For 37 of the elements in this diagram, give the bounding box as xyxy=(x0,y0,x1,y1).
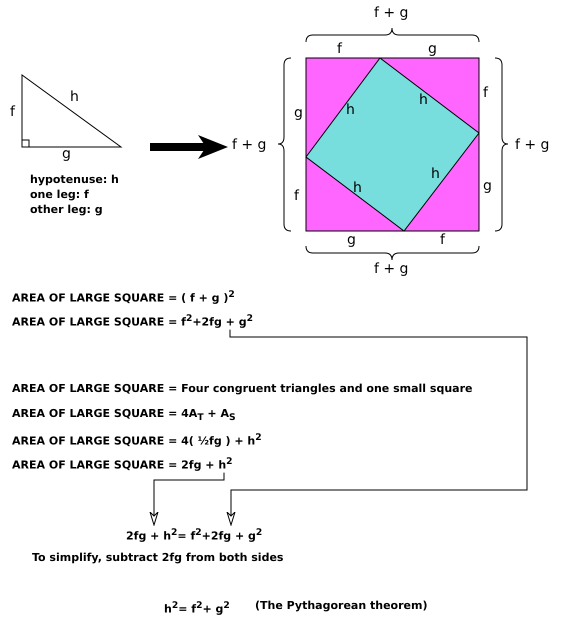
side-label: h xyxy=(419,93,428,108)
side-label: h xyxy=(346,103,355,118)
equation: h$^{2}$= f$^{2}$+ g$^{2}$ xyxy=(164,599,230,617)
instruction-text: To simplify, subtract 2fg from both sides xyxy=(32,550,284,565)
equation: AREA OF LARGE SQUARE = Four congruent triangles and one small square xyxy=(12,381,472,396)
side-label: g xyxy=(294,106,303,121)
side-label: h xyxy=(70,90,79,105)
side-label: f xyxy=(483,86,488,101)
square-diagram-drawing xyxy=(305,57,481,233)
equation: 2fg + h$^{2}$= f$^{2}$+2fg + g$^{2}$ xyxy=(126,525,262,544)
equation: AREA OF LARGE SQUARE = ( f + g )$^{2}$ xyxy=(12,288,235,306)
side-label: f xyxy=(440,233,445,248)
side-label: f xyxy=(337,42,342,57)
side-label: g xyxy=(62,147,71,162)
equation: AREA OF LARGE SQUARE = 4( ½fg ) + h$^{2}$ xyxy=(12,431,262,449)
legend-text: one leg: f xyxy=(30,187,89,202)
side-label: f xyxy=(294,189,299,204)
dimension-label: f + g xyxy=(374,6,408,21)
side-label: f xyxy=(10,105,15,120)
equation: AREA OF LARGE SQUARE = 4A$_{T}$ + A$_{S}$ xyxy=(12,406,236,426)
side-label: h xyxy=(431,167,440,182)
equation: AREA OF LARGE SQUARE = 2fg + h$^{2}$ xyxy=(12,454,233,473)
equation: AREA OF LARGE SQUARE = f$^{2}$+2fg + g$^{2}$ xyxy=(12,311,253,330)
arrow xyxy=(226,329,528,526)
side-label: h xyxy=(353,181,362,196)
arrow xyxy=(150,472,224,526)
dimension-label: f + g xyxy=(515,138,550,153)
right-triangle-drawing xyxy=(20,73,124,150)
arrow xyxy=(150,135,228,159)
dimension-label: f + g xyxy=(232,138,266,153)
theorem-caption: (The Pythagorean theorem) xyxy=(255,598,428,613)
dimension-label: f + g xyxy=(374,262,408,277)
side-label: g xyxy=(347,233,356,248)
legend-text: hypotenuse: h xyxy=(30,172,119,187)
side-label: g xyxy=(428,42,437,57)
side-label: g xyxy=(483,179,492,194)
legend-text: other leg: g xyxy=(30,202,103,217)
